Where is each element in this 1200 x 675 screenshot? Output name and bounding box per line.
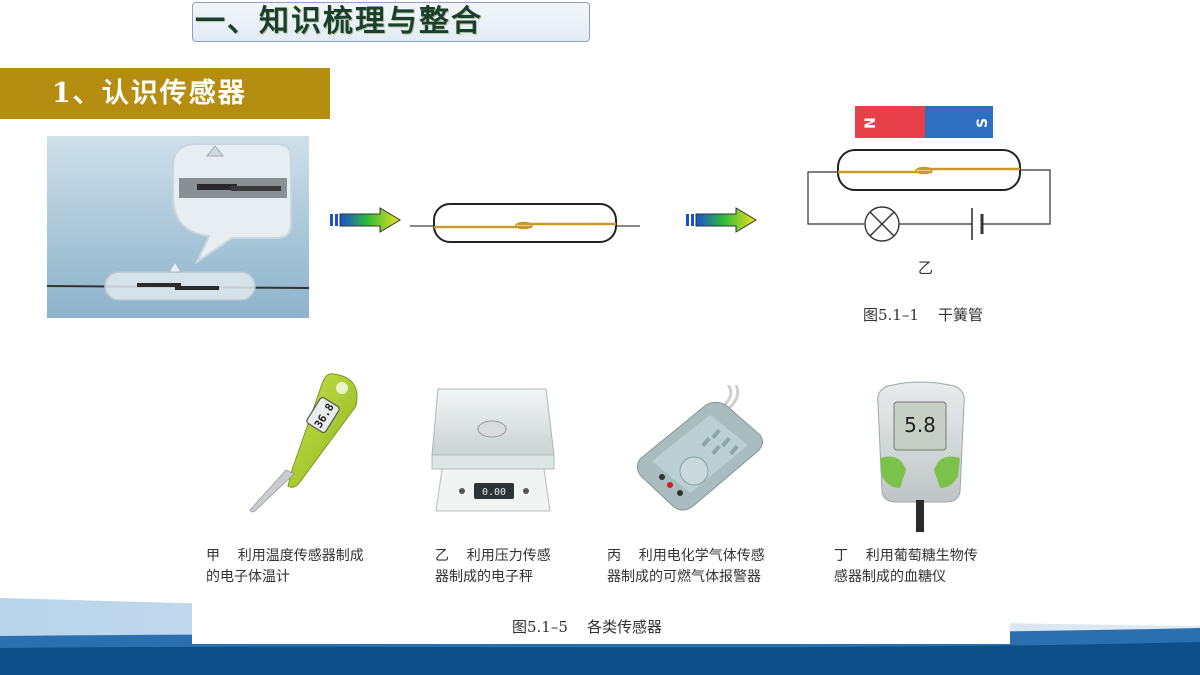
arrow-right-icon xyxy=(686,207,757,233)
main-title: 一、知识梳理与整合 xyxy=(192,2,590,42)
magnet-north-pole xyxy=(855,106,925,138)
magnet-s-label: S xyxy=(975,118,991,128)
sensor-caption-scale: 乙 利用压力传感 器制成的电子秤 xyxy=(435,548,551,585)
electronic-thermometer-image: 36.8 xyxy=(249,373,358,513)
reed-switch-photo xyxy=(47,136,309,318)
figure-caption-reed-switch: 图5.1–1 干簧管 xyxy=(863,306,983,324)
section-title: 1、认识传感器 xyxy=(52,78,247,109)
figure-caption-sensors: 图5.1–5 各类传感器 xyxy=(512,618,662,636)
scale-display: 0.00 xyxy=(482,487,506,498)
sensor-caption-gas-alarm: 丙 利用电化学气体传感 器制成的可燃气体报警器 xyxy=(607,548,765,585)
magnet-n-label: N xyxy=(863,117,879,129)
reed-switch-diagram xyxy=(410,203,640,243)
sensor-caption-glucose-meter: 丁 利用葡萄糖生物传 感器制成的血糖仪 xyxy=(834,548,978,585)
glucose-meter-image: 5.8 xyxy=(877,381,965,532)
circuit-label: 乙 xyxy=(918,259,934,277)
magnet-south-pole xyxy=(925,106,993,138)
glucose-display: 5.8 xyxy=(904,413,936,437)
section-header: 1、认识传感器 xyxy=(0,68,330,119)
reed-switch-circuit-diagram: N S xyxy=(807,106,1051,242)
electronic-scale-image: 0.00 xyxy=(431,388,555,512)
sensor-caption-thermometer: 甲 利用温度传感器制成 的电子体温计 xyxy=(206,548,364,585)
arrow-right-icon xyxy=(330,207,401,233)
gas-alarm-image xyxy=(636,385,764,511)
